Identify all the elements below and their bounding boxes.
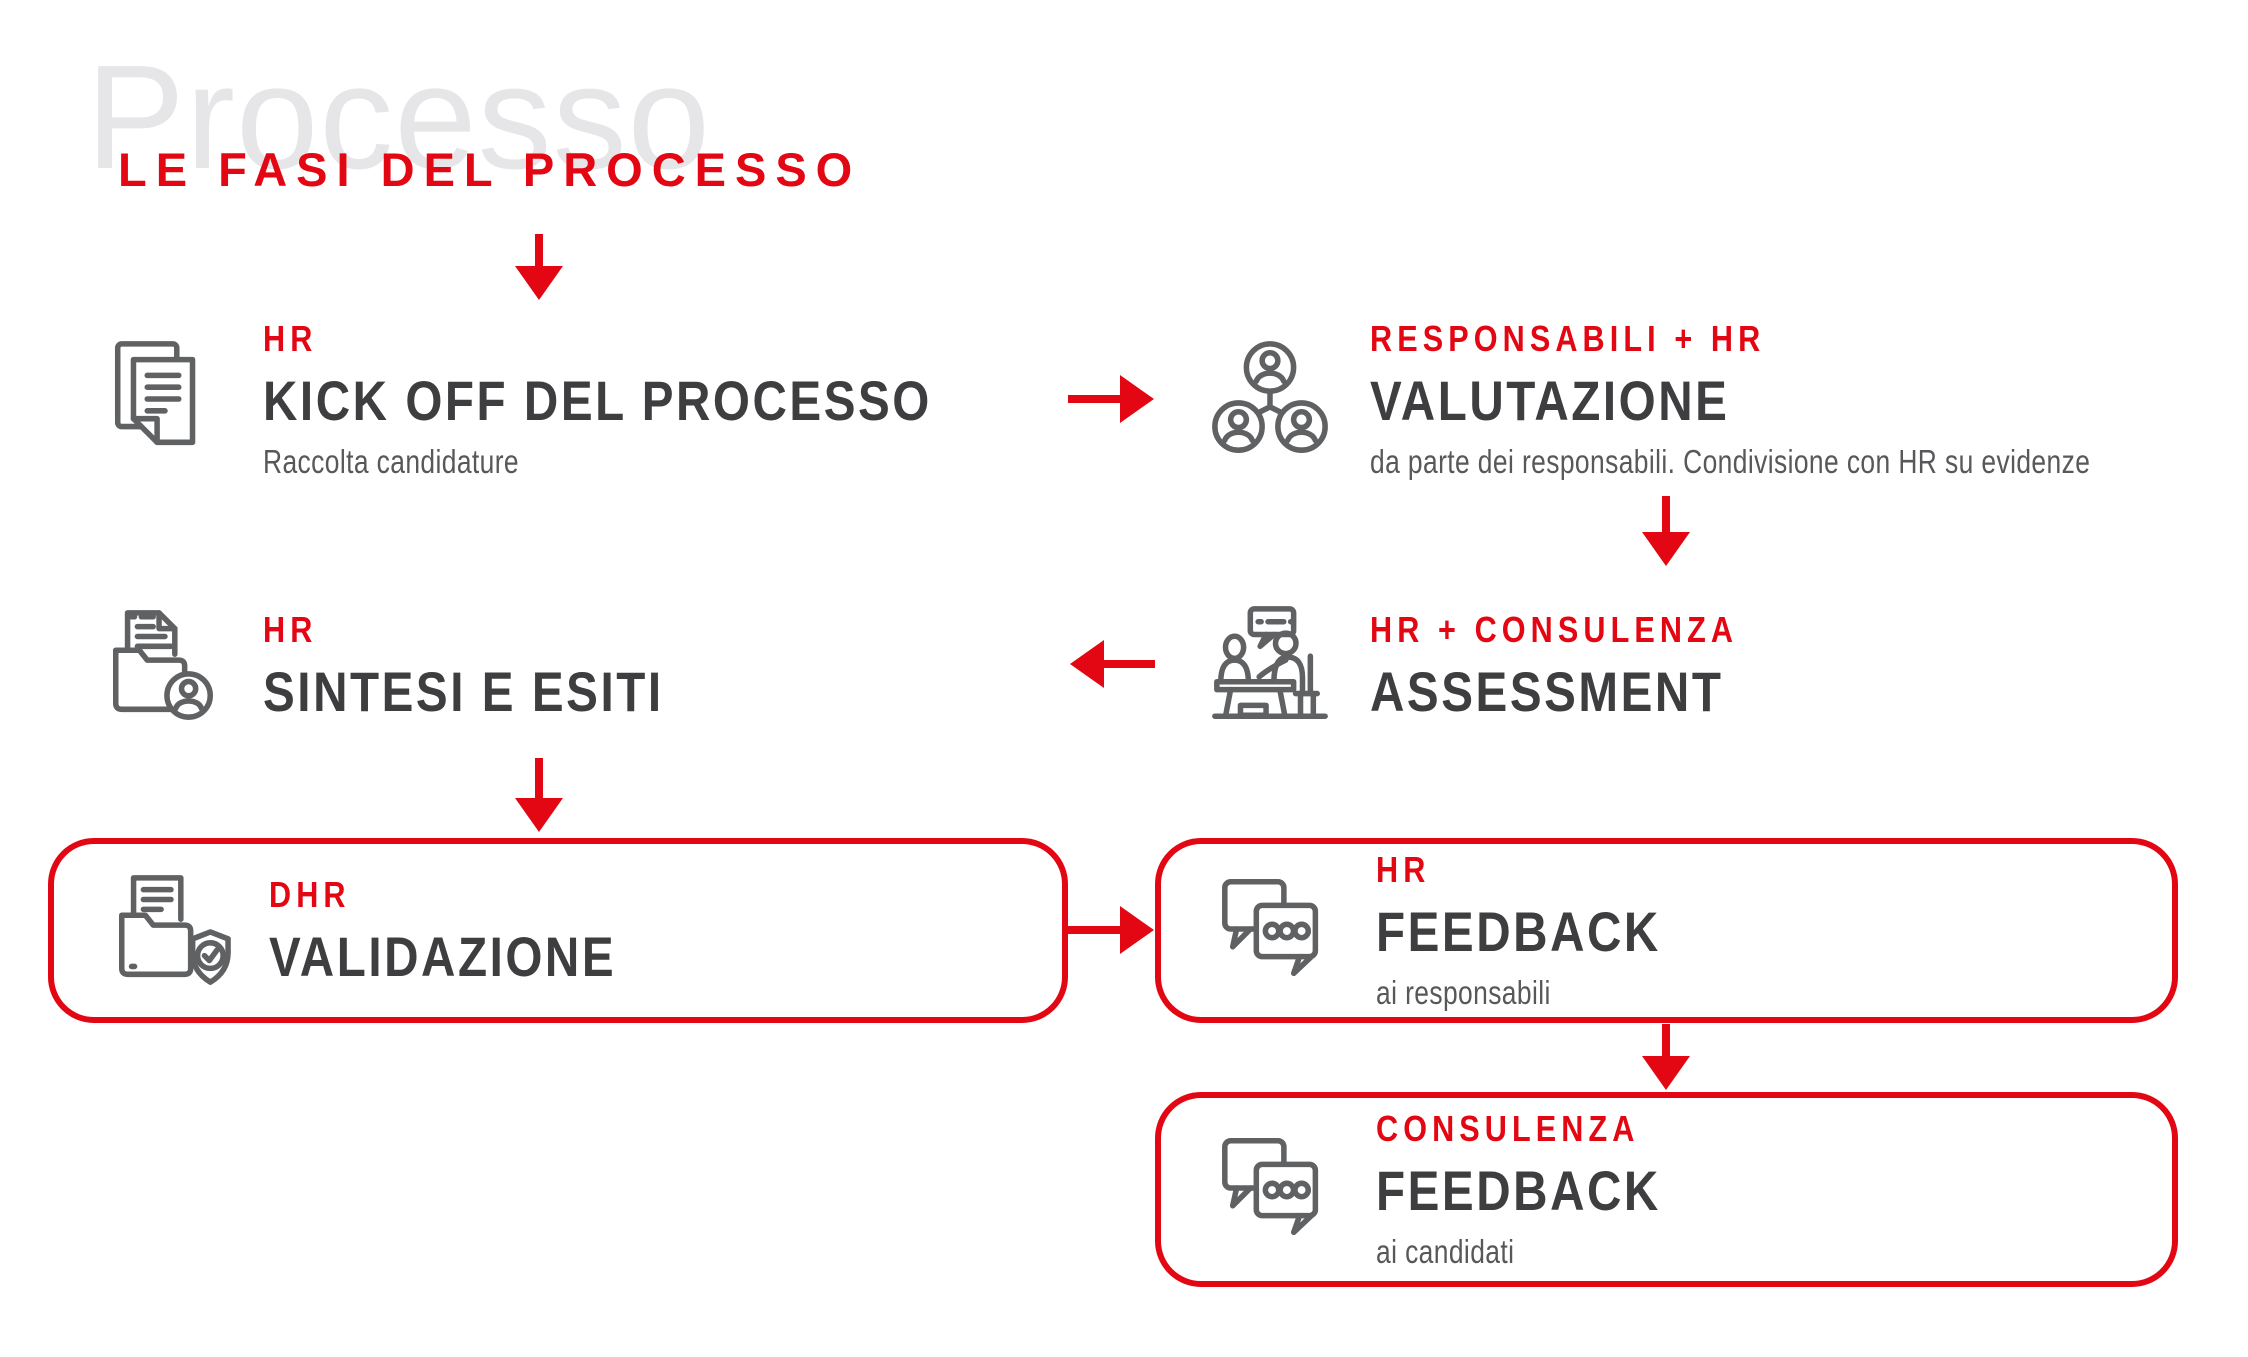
step-title: FEEDBACK — [1376, 1159, 1661, 1222]
folder-user-icon — [100, 603, 226, 729]
step-actor: HR — [263, 317, 318, 359]
step-subtitle: ai responsabili — [1376, 974, 1551, 1011]
documents-icon — [100, 336, 226, 462]
step-title: VALUTAZIONE — [1370, 368, 1730, 432]
step-subtitle: Raccolta candidature — [263, 442, 520, 480]
chat-bubbles-icon — [1213, 868, 1339, 994]
step-validazione: DHR VALIDAZIONE — [34, 822, 1112, 1079]
step-title: ASSESSMENT — [1370, 659, 1724, 723]
title-box: Processo LE FASI DEL PROCESSO — [48, 42, 1072, 232]
arrow-validazione-to-feedback — [1068, 906, 1154, 954]
step-subtitle: ai candidati — [1376, 1233, 1515, 1270]
step-actor: CONSULENZA — [1376, 1108, 1640, 1149]
arrow-feedback-to-feedback — [1642, 1024, 1690, 1090]
interview-icon — [1207, 603, 1333, 729]
step-subtitle: da parte dei responsabili. Condivisione … — [1370, 442, 2091, 480]
step-actor: HR — [1376, 849, 1431, 890]
step-assessment: HR + CONSULENZA ASSESSMENT — [1135, 551, 2228, 820]
step-title: FEEDBACK — [1376, 900, 1661, 963]
arrow-title-to-kickoff — [515, 234, 563, 300]
arrow-assessment-to-sintesi — [1070, 640, 1155, 688]
team-icon — [1207, 336, 1333, 462]
step-actor: HR — [263, 608, 318, 650]
step-title: KICK OFF DEL PROCESSO — [263, 368, 932, 432]
arrow-sintesi-to-validazione — [515, 758, 563, 832]
step-kickoff: HR KICK OFF DEL PROCESSO Raccolta candid… — [28, 281, 1118, 557]
chat-bubbles-icon — [1213, 1127, 1339, 1253]
folder-shield-icon — [106, 868, 232, 994]
arrow-kickoff-to-valutazione — [1068, 375, 1154, 423]
step-actor: DHR — [269, 873, 351, 915]
step-feedback-candidati: CONSULENZA FEEDBACK ai candidati — [1141, 1076, 2222, 1343]
step-valutazione: RESPONSABILI + HR VALUTAZIONE da parte d… — [1135, 281, 2228, 557]
step-sintesi: HR SINTESI E ESITI — [28, 551, 1118, 820]
step-title: VALIDAZIONE — [269, 924, 617, 988]
step-title: SINTESI E ESITI — [263, 659, 664, 723]
watermark-text: Processo — [86, 42, 711, 200]
step-actor: RESPONSABILI + HR — [1370, 317, 1766, 359]
step-actor: HR + CONSULENZA — [1370, 608, 1739, 650]
arrow-valutazione-to-assessment — [1642, 496, 1690, 566]
page-title: LE FASI DEL PROCESSO — [118, 143, 862, 197]
step-feedback-responsabili: HR FEEDBACK ai responsabili — [1141, 822, 2222, 1079]
